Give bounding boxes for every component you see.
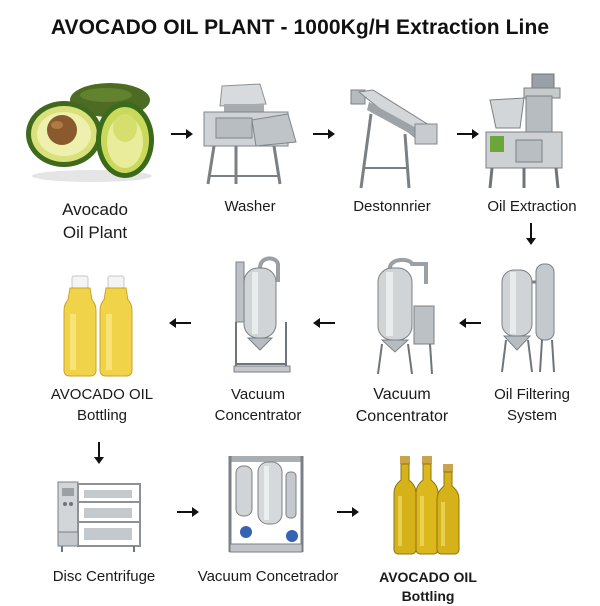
disc-centrifuge-icon <box>57 481 141 552</box>
step-label: Oil Extraction <box>470 196 594 217</box>
vacuum-concentrator-icon <box>233 256 291 373</box>
step-label-line2: Oil Plant <box>62 223 128 242</box>
arrow-right-icon <box>177 507 199 517</box>
step-label: Vacuum Concentrator <box>340 384 464 428</box>
page-title: AVOCADO OIL PLANT - 1000Kg/H Extraction … <box>50 16 550 39</box>
arrow-down-icon <box>94 442 104 464</box>
step-label-line1: Destonnrier <box>353 198 431 215</box>
step-label: Avocado Oil Plant <box>30 198 160 244</box>
step-label-line1: Washer <box>224 198 276 215</box>
vacuum-concentrator-skid-icon <box>228 456 304 553</box>
filter-tank-icon <box>501 263 555 373</box>
step-label-line1: AVOCADO OIL <box>379 569 477 585</box>
washer-machine-icon <box>203 83 297 185</box>
step-label-line2: Bottling <box>76 407 128 424</box>
step-label: Destonnrier <box>330 196 454 217</box>
step-label-line2: Bottling <box>401 588 455 604</box>
step-label-line1: Avocado <box>62 200 128 219</box>
step-label-line2: Concentrator <box>214 407 302 424</box>
step-label: AVOCADO OIL Bottling <box>370 568 486 606</box>
vacuum-concentrator-icon <box>377 257 435 375</box>
step-label: Oil Filtering System <box>470 384 594 426</box>
step-label-line1: Oil Extraction <box>487 198 577 215</box>
step-label: Vacuum Concentrator <box>196 384 320 426</box>
step-label: AVOCADO OIL Bottling <box>40 384 164 426</box>
destoner-machine-icon <box>350 89 438 189</box>
step-label-line2: Concentrator <box>355 408 449 425</box>
step-label-line1: AVOCADO OIL <box>50 386 154 403</box>
arrow-left-icon <box>169 318 191 328</box>
plastic-oil-bottles-icon <box>63 275 133 377</box>
glass-oil-bottles-icon <box>393 456 460 555</box>
oil-extraction-machine-icon <box>485 73 563 189</box>
arrow-right-icon <box>171 129 193 139</box>
arrow-right-icon <box>337 507 359 517</box>
arrow-left-icon <box>459 318 481 328</box>
step-label-line2: System <box>506 407 557 424</box>
step-label-line1: Vacuum Concetrador <box>197 568 339 585</box>
avocado-fruit-icon <box>26 83 154 182</box>
step-label-line1: Vacuum <box>373 386 431 403</box>
step-label: Washer <box>190 196 310 217</box>
arrow-down-icon <box>526 223 536 245</box>
step-label-line1: Vacuum <box>231 386 285 403</box>
step-label-line1: Oil Filtering <box>494 386 570 403</box>
step-label-line1: Disc Centrifuge <box>52 568 156 585</box>
arrow-left-icon <box>313 318 335 328</box>
arrow-right-icon <box>457 129 479 139</box>
arrow-right-icon <box>313 129 335 139</box>
step-label: Disc Centrifuge <box>36 566 172 587</box>
step-label: Vacuum Concetrador <box>188 566 348 587</box>
